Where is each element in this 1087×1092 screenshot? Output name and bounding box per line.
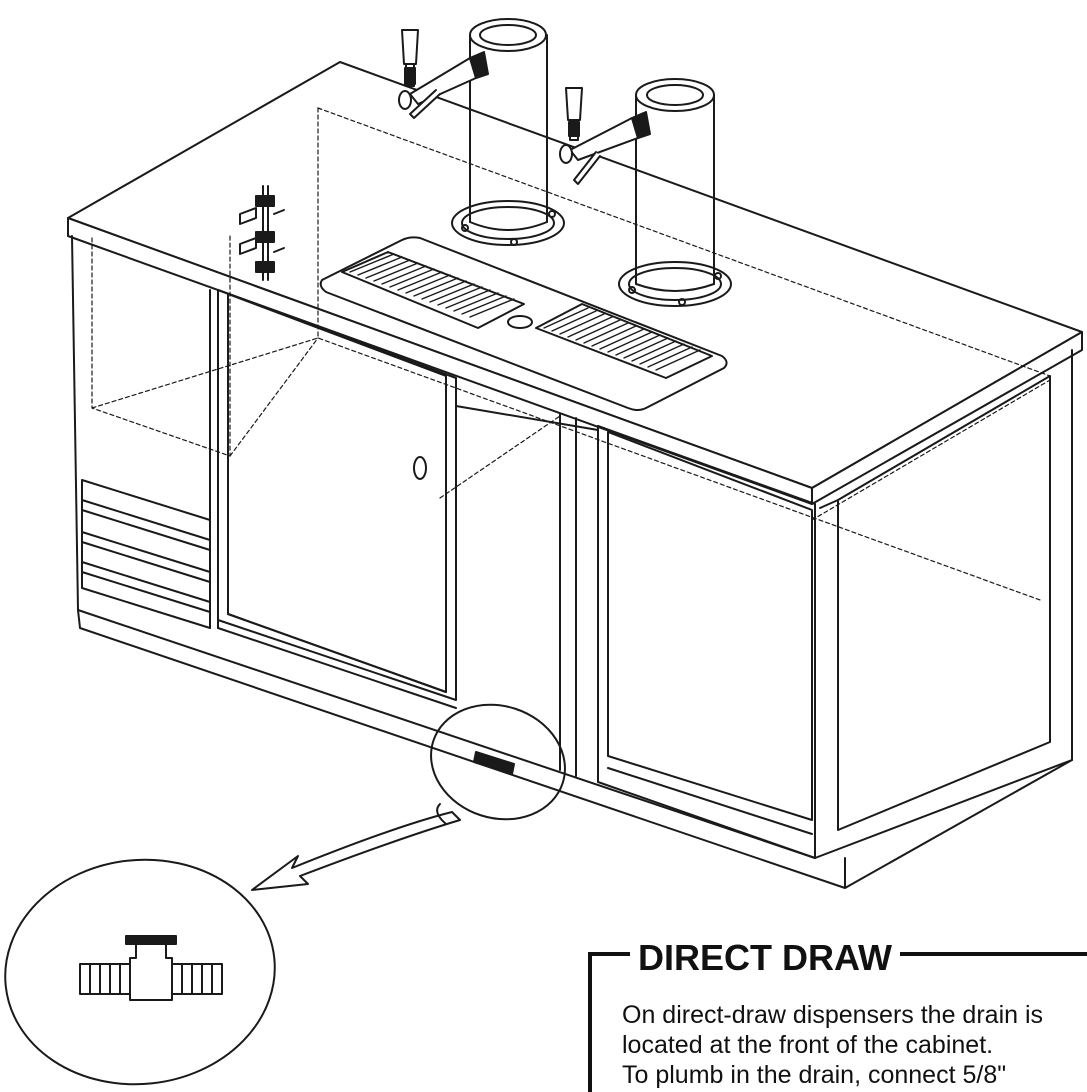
center-stile	[456, 406, 598, 782]
cabinet-top	[68, 62, 1082, 504]
tap-tower-right	[560, 79, 731, 306]
note-line-3: To plumb in the drain, connect 5/8"	[622, 1061, 1007, 1089]
tap-tower-left	[399, 19, 564, 245]
direct-draw-body: On direct-draw dispensers the drain is l…	[622, 1000, 1087, 1090]
drain-fitting-detail	[0, 847, 286, 1092]
direct-draw-heading: DIRECT DRAW	[630, 940, 900, 976]
louver-panel	[82, 290, 218, 628]
cabinet-body	[72, 236, 1072, 888]
note-line-1: On direct-draw dispensers the drain is	[622, 1001, 1044, 1029]
note-line-2: located at the front of the cabinet.	[622, 1031, 994, 1059]
interior-hidden-lines	[92, 108, 1050, 600]
left-door	[218, 290, 456, 708]
drip-tray	[321, 237, 727, 410]
right-door	[598, 426, 815, 858]
detail-arrow	[252, 804, 460, 890]
drain-callout-circle	[416, 688, 580, 837]
regulator-valve	[240, 186, 284, 280]
